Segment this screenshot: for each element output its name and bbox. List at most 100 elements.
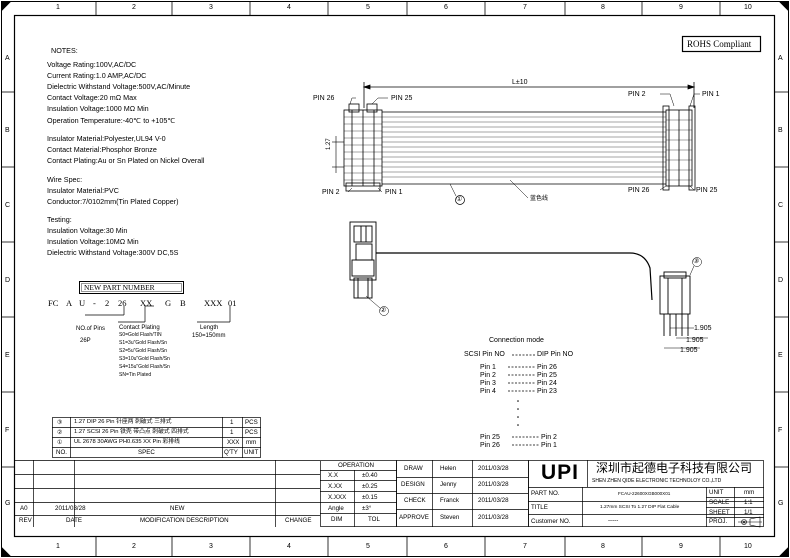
row-label: F — [778, 427, 783, 434]
part-code-seg: G — [165, 298, 172, 308]
note-line: Testing: — [47, 215, 72, 224]
note-line: Operation Temperature:-40℃ to +105℃ — [47, 116, 176, 125]
row-label: D — [5, 277, 11, 284]
connection-right: Pin 23 — [537, 388, 557, 395]
sheet-value: 1/1 — [744, 509, 753, 516]
notes-title: NOTES: — [51, 46, 78, 55]
bom-qty: 1 — [230, 429, 234, 436]
connection-left: Pin 2 — [480, 372, 496, 379]
row-label: D — [778, 277, 784, 284]
row-label: E — [5, 352, 10, 359]
row-label: C — [778, 202, 784, 209]
bom-qty: 1 — [230, 419, 234, 426]
callout-3: ③ — [693, 258, 700, 265]
pin-label: PIN 25 — [391, 95, 413, 102]
note-line: Dielectric Withstand Voltage:500V,AC/Min… — [47, 82, 191, 91]
col-label: 7 — [523, 543, 527, 550]
connection-right: Pin 1 — [541, 442, 557, 449]
pin-label: PIN 2 — [628, 91, 646, 98]
unit-value: mm — [744, 489, 755, 496]
callout-1: ① — [456, 196, 463, 203]
rev-date: 2011/03/28 — [55, 505, 86, 512]
tol-value: ±3° — [362, 505, 372, 512]
connection-header-right: DIP Pin NO — [537, 351, 574, 358]
role-date: 2011/03/28 — [478, 481, 509, 488]
rev-desc: NEW — [170, 505, 185, 512]
role-name: Steven — [440, 514, 460, 521]
bom-header-spec: SPEC — [138, 449, 155, 456]
col-label: 5 — [366, 4, 370, 11]
note-line: Current Rating:1.0 AMP,AC/DC — [47, 71, 147, 80]
part-no-value: FCAU-22600XGB000X01 — [618, 491, 671, 496]
dim-1905: 1.905 — [694, 325, 712, 332]
rev-header-date: DATE — [66, 517, 83, 524]
part-code-seg: A — [66, 298, 73, 308]
role-date: 2011/03/28 — [478, 465, 509, 472]
connection-left: Pin 25 — [480, 434, 500, 441]
plating-option: SN=Tin Plated — [119, 372, 152, 378]
row-label: E — [778, 352, 783, 359]
role-date: 2011/03/28 — [478, 497, 509, 504]
connection-left: Pin 26 — [480, 442, 500, 449]
tol-value: ±0.40 — [362, 472, 378, 479]
note-line: Voltage Rating:100V,AC/DC — [47, 60, 137, 69]
part-code-seg: 2 — [105, 298, 110, 308]
role-date: 2011/03/28 — [478, 514, 509, 521]
sheet-label: SHEET — [709, 509, 730, 516]
bom-header-no: NO. — [56, 449, 68, 456]
bom-spec: 1.27 SCSI 26 Pin 铁壳 带凸点 刺破式 四排式 — [74, 429, 189, 435]
bom-no: ① — [57, 439, 63, 446]
bom-unit: PCS — [245, 419, 258, 426]
connection-left: Pin 1 — [480, 364, 496, 371]
no-pins-label: NO.of Pins — [76, 326, 106, 332]
part-code-seg: FC — [48, 298, 59, 308]
rev-header: REV — [19, 517, 32, 524]
connection-left: Pin 4 — [480, 388, 496, 395]
title-label: TITLE — [531, 504, 548, 511]
row-label: C — [5, 202, 11, 209]
tol-dim: Angle — [328, 505, 344, 512]
plating-option: S0=Gold Flash/TIN — [119, 332, 162, 338]
col-label: 2 — [132, 543, 136, 550]
length-value: 150=150mm — [192, 333, 226, 339]
customer-value: ----- — [608, 517, 619, 524]
note-line: Insulation Voltage:1000 MΩ Min — [47, 104, 149, 113]
plating-option: S4=15u"Gold Flash/Sn — [119, 364, 170, 370]
row-label: A — [778, 55, 783, 62]
bom-unit: PCS — [245, 429, 258, 436]
col-label: 3 — [209, 4, 213, 11]
note-line: Dielectric Withstand Voltage:300V DC,5S — [47, 248, 179, 257]
bom-header-unit: UNIT — [244, 449, 259, 456]
dim-1905: 1.905 — [686, 337, 704, 344]
company-en: SHEN ZHEN QIDE ELECTRONIC TECHNOLOY CO.,… — [592, 478, 722, 484]
rev-header-desc: MODIFICATION DESCRIPTION — [140, 517, 229, 524]
part-code-seg: - — [93, 298, 96, 308]
tol-value: ±0.15 — [362, 494, 378, 501]
tol-value: ±0.25 — [362, 483, 378, 490]
col-label: 10 — [744, 543, 752, 550]
part-code-seg: XXX — [204, 298, 223, 308]
projection-icon — [738, 518, 762, 527]
part-code-seg: XX — [140, 298, 153, 308]
role: DRAW — [404, 465, 423, 472]
row-label: G — [5, 500, 11, 507]
note-line: Insulator Material:PVC — [47, 186, 119, 195]
col-label: 5 — [366, 543, 370, 550]
col-label: 2 — [132, 4, 136, 11]
connection-left: Pin 3 — [480, 380, 496, 387]
role-name: Helen — [440, 465, 457, 472]
company-cn: 深圳市起德电子科技有限公司 — [596, 461, 753, 475]
note-line: Contact Voltage:20 mΩ Max — [47, 93, 137, 102]
connection-right: Pin 2 — [541, 434, 557, 441]
note-line: Insulator Material:Polyester,UL94 V-0 — [47, 134, 166, 143]
part-code-seg: 26 — [118, 298, 127, 308]
col-label: 8 — [601, 543, 605, 550]
note-line: Insulation Voltage:30 Min — [47, 226, 128, 235]
row-label: B — [778, 127, 783, 134]
dim-1905: 1.905 — [680, 347, 698, 354]
dim-length: L±10 — [512, 79, 528, 86]
col-label: 3 — [209, 543, 213, 550]
bom-spec: 1.27 DIP 26 Pin 针座两 刺破式 三排式 — [74, 419, 172, 425]
role-name: Jenny — [440, 481, 457, 488]
